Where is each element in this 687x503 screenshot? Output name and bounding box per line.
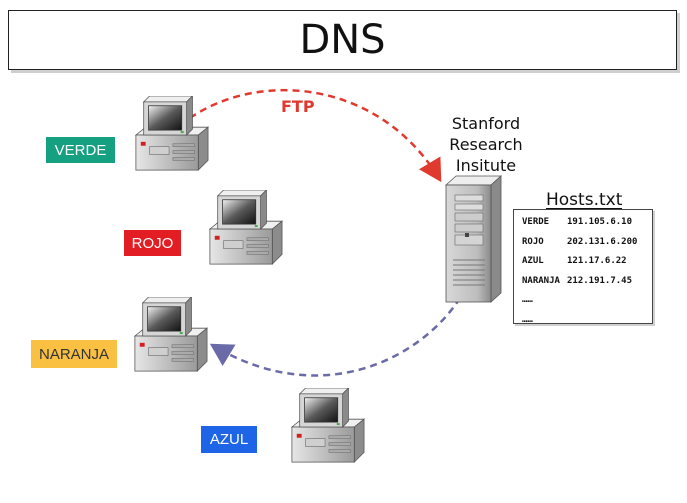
computer-verde-icon — [135, 96, 209, 171]
host-entry: AZUL 121.17.6.22 — [522, 252, 652, 272]
page-title: DNS — [299, 17, 386, 63]
label-verde: VERDE — [46, 137, 115, 163]
host-ip: 202.131.6.200 — [567, 236, 638, 247]
label-rojo: ROJO — [124, 230, 181, 256]
hosts-file-title: Hosts.txt — [546, 190, 623, 210]
server-label-line: Insitute — [455, 156, 517, 175]
host-name: NARANJA — [522, 275, 560, 286]
host-ip: 212.191.7.45 — [567, 275, 633, 286]
host-ellipsis: …… — [522, 295, 533, 305]
label-naranja: NARANJA — [31, 340, 117, 368]
distribution-arrow — [209, 297, 462, 377]
host-ip: 121.17.6.22 — [567, 256, 627, 266]
label-azul-text: AZUL — [209, 431, 249, 448]
server-label-line: Stanford — [451, 114, 521, 133]
label-rojo-text: ROJO — [131, 234, 174, 252]
server-label: Stanford Research Insitute — [436, 113, 536, 176]
host-name: ROJO — [522, 236, 544, 247]
computer-rojo-icon — [209, 190, 283, 265]
title-box: DNS — [8, 10, 677, 70]
ftp-label: FTP — [281, 97, 315, 116]
host-ellipsis: …… — [522, 314, 533, 325]
hosts-file-box: VERDE 191.105.6.10 ROJO 202.131.6.200 AZUL… — [513, 209, 653, 325]
computer-azul-icon — [291, 388, 365, 463]
label-azul: AZUL — [201, 426, 257, 453]
label-verde-text: VERDE — [54, 141, 107, 159]
host-entry: NARANJA 212.191.7.45 — [522, 272, 652, 292]
host-entry: ROJO 202.131.6.200 — [522, 233, 652, 253]
server-label-line: Research — [449, 135, 523, 154]
host-entry: VERDE 191.105.6.10 — [522, 213, 652, 233]
computer-naranja-icon — [134, 297, 208, 372]
label-naranja-text: NARANJA — [38, 345, 109, 363]
server-tower-icon — [444, 175, 503, 303]
ftp-arrow — [189, 88, 442, 183]
host-name: AZUL — [522, 256, 544, 266]
host-ip: 191.105.6.10 — [567, 217, 633, 227]
host-name: VERDE — [522, 217, 550, 227]
